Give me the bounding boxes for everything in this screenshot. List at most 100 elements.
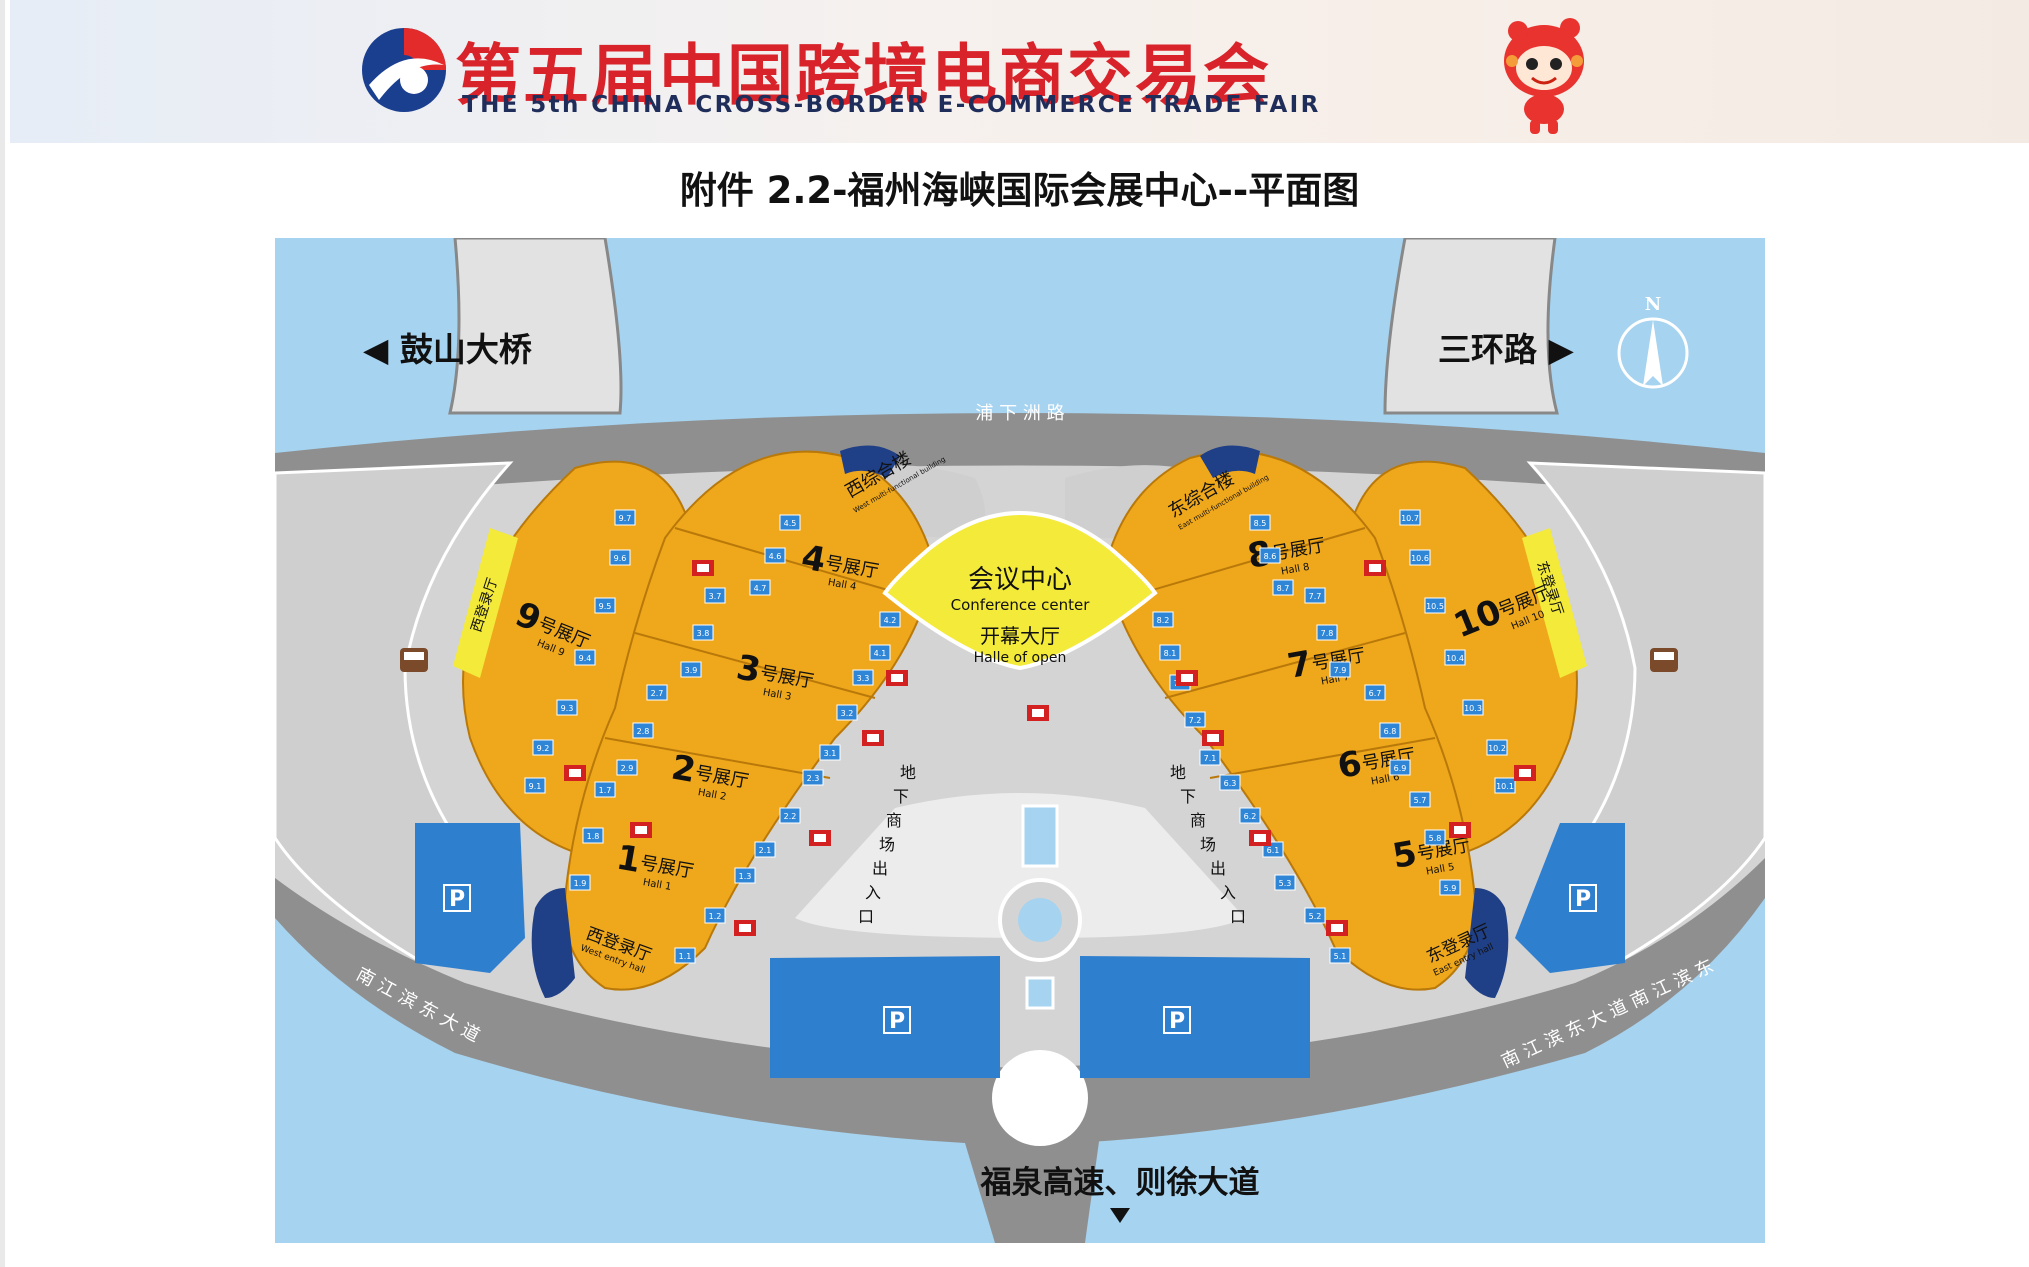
gate-marker[interactable]: 7.2	[1184, 711, 1206, 728]
gate-marker[interactable]: 4.7	[749, 579, 771, 596]
gate-marker[interactable]: 10.3	[1462, 699, 1484, 716]
gate-marker[interactable]: 4.2	[879, 611, 901, 628]
parking-letter: P	[449, 887, 465, 912]
underground-char: 下	[893, 787, 909, 806]
gate-marker[interactable]: 2.9	[616, 759, 638, 776]
exit-sign-icon	[1364, 560, 1386, 576]
gate-marker[interactable]: 5.8	[1424, 829, 1446, 846]
gate-code: 8.6	[1264, 552, 1277, 561]
gate-code: 3.3	[857, 674, 870, 683]
east-halls-shape[interactable]	[1103, 450, 1477, 991]
exit-sign-icon	[692, 560, 714, 576]
gate-code: 5.7	[1414, 796, 1427, 805]
gate-marker[interactable]: 8.7	[1272, 579, 1294, 596]
gate-marker[interactable]: 4.1	[869, 644, 891, 661]
underground-char: 入	[1220, 883, 1236, 902]
gate-marker[interactable]: 3.7	[704, 587, 726, 604]
gate-marker[interactable]: 6.2	[1239, 807, 1261, 824]
parking-south-east[interactable]	[1080, 956, 1310, 1078]
gate-marker[interactable]: 2.2	[779, 807, 801, 824]
gate-marker[interactable]: 1.3	[734, 867, 756, 884]
hall-name-en: Hall 3	[762, 687, 792, 703]
gate-code: 1.9	[574, 879, 587, 888]
gate-marker[interactable]: 9.6	[609, 549, 631, 566]
gate-marker[interactable]: 10.6	[1409, 549, 1431, 566]
gate-code: 6.8	[1384, 727, 1397, 736]
gate-marker[interactable]: 6.8	[1379, 722, 1401, 739]
gate-marker[interactable]: 3.8	[692, 624, 714, 641]
gate-code: 2.1	[759, 846, 772, 855]
gate-marker[interactable]: 2.8	[632, 722, 654, 739]
gate-marker[interactable]: 3.1	[819, 744, 841, 761]
exit-sign-icon	[1027, 705, 1049, 721]
parking-letter: P	[1169, 1009, 1185, 1034]
conference-center[interactable]	[882, 511, 1158, 671]
gate-code: 2.2	[784, 812, 797, 821]
gate-code: 8.5	[1254, 519, 1267, 528]
road-label-third-ring: 三环路 ▶	[1438, 330, 1574, 369]
east-entry-block	[1465, 888, 1509, 998]
gate-marker[interactable]: 10.1	[1494, 777, 1516, 794]
gate-code: 8.7	[1277, 584, 1290, 593]
gate-marker[interactable]: 5.7	[1409, 791, 1431, 808]
gate-marker[interactable]: 3.2	[836, 704, 858, 721]
south-pond	[1025, 976, 1055, 1010]
exit-sign-icon	[1176, 670, 1198, 686]
gate-code: 10.7	[1401, 514, 1419, 523]
gate-marker[interactable]: 1.7	[594, 781, 616, 798]
gate-marker[interactable]: 8.2	[1152, 611, 1174, 628]
gate-marker[interactable]: 1.2	[704, 907, 726, 924]
gate-marker[interactable]: 1.8	[582, 827, 604, 844]
gate-marker[interactable]: 7.7	[1304, 587, 1326, 604]
gate-marker[interactable]: 9.3	[556, 699, 578, 716]
gate-marker[interactable]: 9.2	[532, 739, 554, 756]
gate-code: 9.5	[599, 602, 612, 611]
gate-marker[interactable]: 5.1	[1329, 947, 1351, 964]
gate-marker[interactable]: 10.7	[1399, 509, 1421, 526]
gate-marker[interactable]: 2.3	[802, 769, 824, 786]
exit-markers	[564, 560, 1536, 936]
gate-marker[interactable]: 5.2	[1304, 907, 1326, 924]
gate-marker[interactable]: 7.1	[1199, 749, 1221, 766]
gate-code: 8.2	[1157, 616, 1170, 625]
gate-marker[interactable]: 1.1	[674, 947, 696, 964]
gate-marker[interactable]: 9.1	[524, 777, 546, 794]
exit-sign-icon	[886, 670, 908, 686]
gate-marker[interactable]: 8.5	[1249, 514, 1271, 531]
gate-marker[interactable]: 6.9	[1389, 759, 1411, 776]
gate-marker[interactable]: 9.7	[614, 509, 636, 526]
gate-marker[interactable]: 8.1	[1159, 644, 1181, 661]
gate-code: 1.1	[679, 952, 692, 961]
gate-marker[interactable]: 9.5	[594, 597, 616, 614]
parking-letter: P	[1575, 887, 1591, 912]
gate-marker[interactable]: 2.7	[646, 684, 668, 701]
gate-marker[interactable]: 4.6	[764, 547, 786, 564]
gate-code: 10.1	[1496, 782, 1514, 791]
hall-name-en: Hall 1	[642, 877, 672, 893]
gate-marker[interactable]: 9.4	[574, 649, 596, 666]
gate-marker[interactable]: 4.5	[779, 514, 801, 531]
gate-marker[interactable]: 8.6	[1259, 547, 1281, 564]
gate-marker[interactable]: 6.3	[1219, 774, 1241, 791]
gate-marker[interactable]: 1.9	[569, 874, 591, 891]
gate-marker[interactable]: 5.3	[1274, 874, 1296, 891]
gate-code: 7.7	[1309, 592, 1322, 601]
gate-marker[interactable]: 5.9	[1439, 879, 1461, 896]
gate-marker[interactable]: 7.9	[1329, 661, 1351, 678]
gate-marker[interactable]: 2.1	[754, 841, 776, 858]
opening-hall-en: Halle of open	[974, 650, 1067, 666]
gate-marker[interactable]: 6.7	[1364, 684, 1386, 701]
gate-marker[interactable]: 3.9	[680, 661, 702, 678]
gate-code: 10.3	[1464, 704, 1482, 713]
gate-code: 6.1	[1267, 846, 1280, 855]
banner: 第五届中国跨境电商交易会 THE 5th CHINA CROSS-BORDER …	[10, 0, 2029, 143]
exit-sign-icon	[1326, 920, 1348, 936]
gate-marker[interactable]: 7.8	[1316, 624, 1338, 641]
gate-marker[interactable]: 10.2	[1486, 739, 1508, 756]
gate-marker[interactable]: 3.3	[852, 669, 874, 686]
gate-marker[interactable]: 10.4	[1444, 649, 1466, 666]
gate-marker[interactable]: 10.5	[1424, 597, 1446, 614]
gate-code: 9.2	[537, 744, 550, 753]
